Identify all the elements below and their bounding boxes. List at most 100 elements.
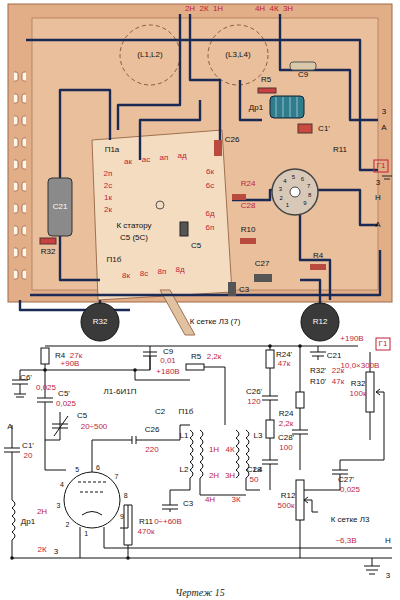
part-label: 9	[120, 512, 124, 519]
part-label: 9	[303, 200, 306, 206]
choke	[270, 96, 304, 118]
part-label: С21	[327, 352, 342, 360]
part-label: 8с	[140, 270, 148, 278]
part-label: Др1	[21, 518, 35, 526]
part-label: R11	[333, 146, 347, 154]
part-label: ~6,3В	[335, 537, 356, 545]
part-label: R32	[41, 248, 56, 256]
part-label: 2с	[104, 182, 112, 190]
part-label: 6д	[205, 210, 214, 218]
part-label: 4	[60, 481, 64, 488]
part-label: R5	[261, 76, 271, 84]
part-label: R4	[313, 252, 323, 260]
resistor	[40, 238, 56, 244]
part-label: Н	[375, 194, 381, 202]
part-label: 7	[307, 183, 310, 189]
part-label: 8	[308, 192, 311, 198]
part-label: С26'	[246, 388, 262, 396]
part-label: 2п	[104, 170, 113, 178]
part-label: С1'	[318, 125, 330, 133]
part-label: 2Н	[185, 5, 195, 13]
part-label: (L1,L2)	[137, 51, 162, 59]
wires	[20, 14, 380, 310]
part-label: 2Н	[209, 472, 219, 480]
part-label: С28	[247, 466, 262, 474]
part-label: +190В	[340, 335, 363, 343]
part-label: 8д	[175, 266, 184, 274]
part-label: Н	[385, 537, 391, 545]
part-label: R32'	[310, 367, 326, 375]
part-label: 2,2к	[207, 353, 222, 361]
part-label: С5	[191, 242, 201, 250]
part-label: L2	[180, 466, 189, 474]
part-label: А	[381, 124, 386, 132]
part-label: 120	[247, 398, 260, 406]
part-label: L3	[254, 432, 263, 440]
part-label: 1Н	[213, 5, 223, 13]
part-label: 47к	[332, 378, 344, 386]
part-label: 4Н	[255, 5, 265, 13]
part-label: С28	[241, 202, 256, 210]
part-label: С5	[77, 412, 87, 420]
part-label: 2	[66, 520, 70, 527]
part-label: 6	[96, 463, 100, 470]
part-label: 2К	[199, 5, 208, 13]
part-label: С21	[53, 203, 68, 211]
part-label: ад	[177, 152, 186, 160]
mounting-holes	[14, 60, 26, 290]
part-label: С26	[225, 136, 240, 144]
part-label: 5	[292, 174, 295, 180]
part-label: С9	[163, 348, 173, 356]
coil-outline	[208, 25, 268, 85]
part-label: С26	[145, 426, 160, 434]
caption: Чертеж 15	[175, 587, 224, 598]
part-label: 5	[75, 466, 79, 473]
part-label: 3	[386, 572, 390, 580]
part-label: 1	[84, 530, 88, 537]
part-label: 20	[24, 452, 33, 460]
part-label: 47к	[278, 360, 290, 368]
part-label: 0,025	[56, 400, 76, 408]
switch-lever	[160, 290, 195, 335]
part-label: (L3,L4)	[225, 51, 250, 59]
part-label: 2Н	[37, 508, 47, 516]
part-label: ас	[142, 156, 150, 164]
part-label: 0,01	[160, 357, 176, 365]
part-label: 1	[286, 202, 289, 208]
part-label: 6с	[206, 182, 214, 190]
part-label: К сетке Л3	[331, 516, 370, 524]
part-label: +90В	[61, 360, 80, 368]
tube-socket	[272, 169, 318, 215]
part-label: 3	[54, 548, 58, 556]
part-label: 3К	[231, 496, 240, 504]
part-label: R5	[191, 353, 201, 361]
electrolytic-capacitor	[48, 178, 72, 236]
part-label: 3	[382, 108, 386, 116]
part-label: 0,025	[36, 384, 56, 392]
part-label: С6'	[20, 374, 32, 382]
part-label: 0÷+60В	[154, 518, 182, 526]
part-label: R10'	[310, 378, 326, 386]
part-label: 2к	[104, 206, 112, 214]
part-label: 6п	[206, 224, 215, 232]
capacitor	[180, 222, 188, 236]
part-label: С9	[298, 71, 308, 79]
part-label: 6	[301, 176, 304, 182]
part-label: С5 (5С)	[120, 234, 148, 242]
coil-outline	[120, 25, 180, 85]
part-label: К сетке Л3 (7)	[190, 318, 241, 326]
part-label: П1б	[179, 408, 194, 416]
part-label: Др1	[249, 104, 263, 112]
part-label: 27к	[70, 352, 82, 360]
part-label: С28'	[278, 434, 294, 442]
part-label: R32	[93, 318, 108, 326]
part-label: R32	[351, 380, 366, 388]
part-label: 4К	[269, 5, 278, 13]
part-label: С3	[239, 286, 249, 294]
part-label: К статору	[116, 222, 151, 230]
part-label: 3Н	[225, 472, 235, 480]
part-label: 3Н	[283, 5, 293, 13]
part-label: ап	[160, 154, 169, 162]
part-label: 220	[145, 446, 158, 454]
